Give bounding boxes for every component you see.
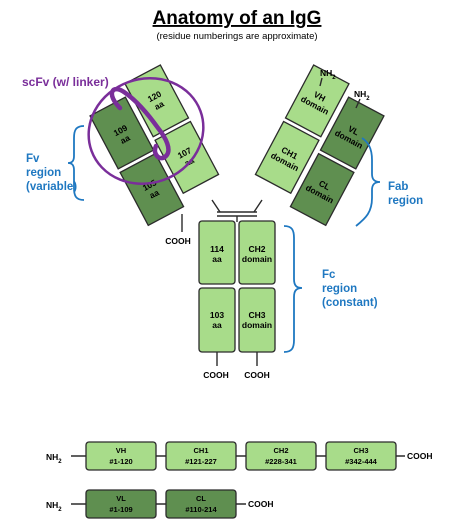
left-light-bottom-label-2: aa [148,187,161,200]
light-chain-domain-vl: VL #1-109 [85,489,157,519]
light-chain-domain-name: VL [116,494,126,503]
right-heavy-top-label-1: VH [312,89,327,103]
right-fab-arm: VH domain CH1 domain VL domain CL domain [254,64,385,227]
fc-left-top-domain: 114 aa [198,220,236,285]
fv-region-label-3: (variable) [26,181,77,193]
fc-right-bottom-label-1: CH3 [248,310,265,320]
left-light-cooh-label: COOH [165,236,191,246]
heavy-chain-domain-name: CH3 [353,446,368,455]
fc-right-top-label-2: domain [242,254,272,264]
fv-region-label-2: region [26,167,61,179]
heavy-chain-domain-vh: VH #1-120 [85,441,157,471]
right-light-bottom-label-1: CL [317,178,332,192]
fab-region-label-1: Fab [388,181,408,193]
fc-right-top-label-1: CH2 [248,244,265,254]
heavy-chain-domain-name: CH2 [273,446,288,455]
heavy-chain-domain-name: CH1 [193,446,208,455]
right-light-top-domain: VL domain [319,96,385,170]
scfv-label: scFv (w/ linker) [22,75,109,89]
left-light-bottom-domain: 105 aa [119,152,185,227]
fc-left-bottom-label-1: 103 [210,310,224,320]
right-heavy-top-domain: VH domain [284,64,350,138]
light-chain-map: NH2 VL #1-109 CL #110-214 COOH [46,489,274,519]
page-subtitle: (residue numberings are approximate) [156,31,317,42]
fc-left-bottom-label-2: aa [212,320,222,330]
light-chain-domain-cl: CL #110-214 [165,489,237,519]
light-chain-cooh-label: COOH [248,499,274,509]
right-light-top-label-1: VL [346,123,360,137]
left-heavy-top-label-2: aa [153,98,166,111]
heavy-chain-domain-ch1: CH1 #121-227 [165,441,237,471]
fc-left-cooh-label: COOH [203,370,229,380]
fc-right-bottom-domain: CH3 domain [238,287,276,353]
heavy-chain-domain-range: #1-120 [109,457,132,466]
fc-region-label-2: region [322,283,357,295]
light-chain-domain-name: CL [196,494,206,503]
right-heavy-bottom-domain: CH1 domain [254,120,320,195]
right-heavy-nh2-label: NH2 [320,68,336,81]
fab-region-label-2: region [388,195,423,207]
right-light-nh2-label: NH2 [354,89,370,102]
right-light-nh2-tail [355,98,361,109]
heavy-chain-domain-range: #121-227 [185,457,217,466]
hinge-connectors [211,199,263,222]
right-heavy-nh2-tail [319,77,323,87]
scfv-linker [109,86,171,161]
fc-right-cooh-label: COOH [244,370,270,380]
fc-region-label-1: Fc [322,269,336,281]
fc-right-bottom-label-2: domain [242,320,272,330]
right-light-bottom-domain: CL domain [289,152,355,227]
fc-region-label-3: (constant) [322,297,378,309]
heavy-chain-domain-ch3: CH3 #342-444 [325,441,397,471]
heavy-chain-domain-ch2: CH2 #228-341 [245,441,317,471]
left-light-top-label-2: aa [119,132,132,145]
fc-left-top-label-1: 114 [210,244,224,254]
fv-region-label-1: Fv [26,153,40,165]
fab-region-brace [355,137,381,227]
left-heavy-top-domain: 120 aa [124,64,190,138]
heavy-chain-domain-range: #228-341 [265,457,297,466]
fv-region-brace [67,125,85,201]
heavy-chain-map: NH2 VH #1-120 CH1 #121-227 CH2 #228-341 … [46,441,433,471]
heavy-chain-cooh-label: COOH [407,451,433,461]
heavy-chain-domain-range: #342-444 [345,457,378,466]
fc-left-bottom-domain: 103 aa [198,287,236,353]
fc-region-brace [283,225,303,353]
fc-right-top-domain: CH2 domain [238,220,276,285]
scfv-outline [87,77,205,185]
page-title: Anatomy of an IgG [153,8,322,29]
light-chain-domain-range: #110-214 [185,505,217,514]
light-chain-domain-range: #1-109 [109,505,132,514]
fc-left-top-label-2: aa [212,254,222,264]
heavy-chain-nh2-label: NH2 [46,452,62,465]
heavy-chain-domain-name: VH [116,446,126,455]
light-chain-nh2-label: NH2 [46,500,62,513]
